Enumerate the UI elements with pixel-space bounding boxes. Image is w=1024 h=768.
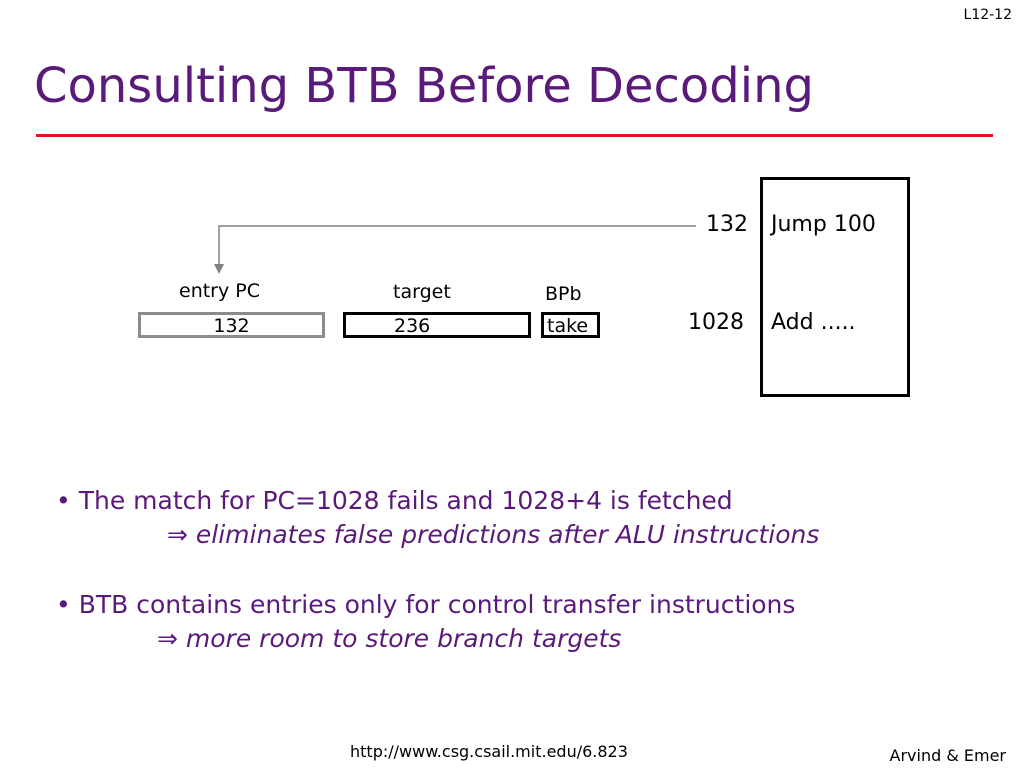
bullet-item: • BTB contains entries only for control … (56, 590, 795, 619)
instruction-memory (760, 177, 910, 397)
title-divider (36, 134, 993, 137)
footer-authors: Arvind & Emer (889, 746, 1007, 765)
implication-text: more room to store branch targets (185, 624, 622, 653)
bullet-implication: ⇒ more room to store branch targets (157, 624, 621, 653)
memory-address: 1028 (688, 310, 744, 335)
bpb-field: take (541, 312, 600, 338)
implies-icon: ⇒ (167, 520, 188, 549)
memory-instruction: Jump 100 (771, 212, 876, 237)
bullet-text: The match for PC=1028 fails and 1028+4 i… (78, 486, 733, 515)
bullet-item: • The match for PC=1028 fails and 1028+4… (56, 486, 733, 515)
target-label: target (393, 281, 451, 303)
implies-icon: ⇒ (157, 624, 178, 653)
slide-title: Consulting BTB Before Decoding (34, 58, 814, 114)
bpb-label: BPb (545, 283, 582, 305)
target-field: 236 (343, 312, 531, 338)
entry-pc-field: 132 (138, 312, 325, 338)
bullet-text: BTB contains entries only for control tr… (78, 590, 796, 619)
bullet-marker: • (56, 590, 71, 619)
bullet-marker: • (56, 486, 71, 515)
entry-pc-label: entry PC (179, 280, 261, 302)
bullet-implication: ⇒ eliminates false predictions after ALU… (167, 520, 819, 549)
memory-instruction: Add ..... (771, 310, 856, 335)
slide-number: L12-12 (963, 7, 1012, 23)
implication-text: eliminates false predictions after ALU i… (195, 520, 820, 549)
footer-url: http://www.csg.csail.mit.edu/6.823 (350, 742, 628, 761)
memory-address: 132 (706, 212, 748, 237)
